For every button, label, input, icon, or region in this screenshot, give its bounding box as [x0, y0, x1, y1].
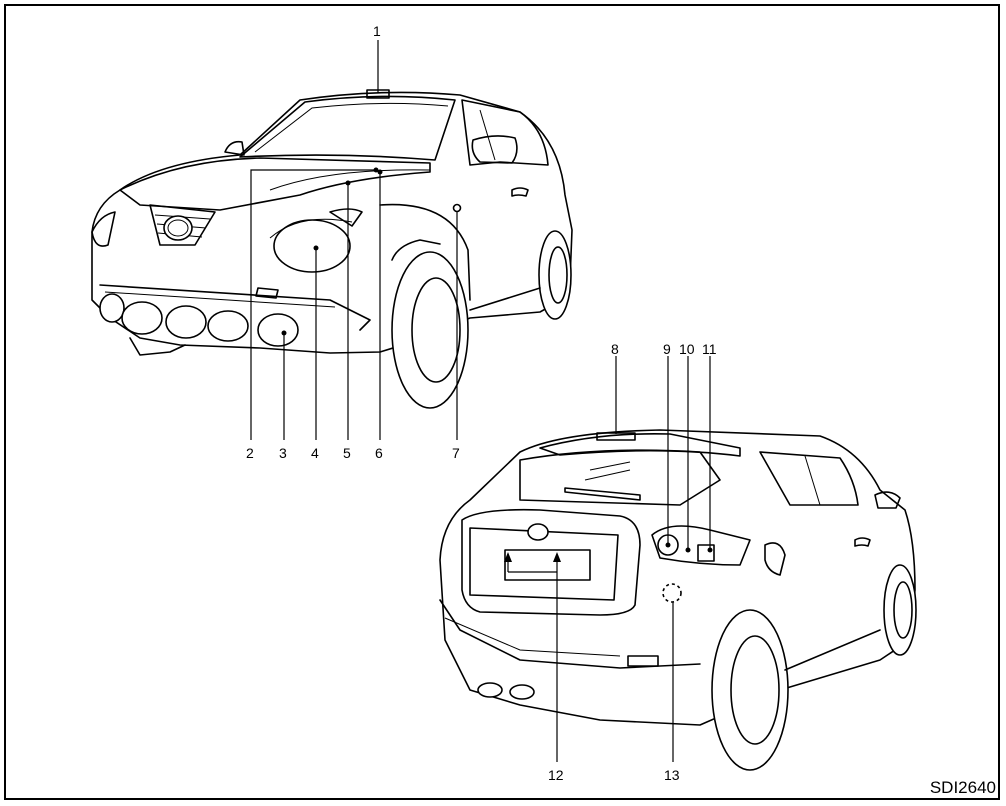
- callout-2: 2: [246, 445, 254, 461]
- callout-11: 11: [702, 341, 717, 357]
- callout-5: 5: [343, 445, 351, 461]
- callout-4: 4: [311, 445, 319, 461]
- front-vehicle-drawing: [91, 91, 573, 409]
- leader-lines: [250, 40, 713, 762]
- reference-code: SDI2640: [929, 778, 996, 797]
- rear-vehicle-drawing: [439, 429, 917, 771]
- callout-1: 1: [373, 23, 381, 39]
- callout-6: 6: [375, 445, 383, 461]
- callout-13: 13: [664, 767, 680, 783]
- callout-7: 7: [452, 445, 460, 461]
- callout-9: 9: [663, 341, 671, 357]
- callout-10: 10: [679, 341, 695, 357]
- callout-3: 3: [279, 445, 287, 461]
- callout-12: 12: [548, 767, 564, 783]
- callout-8: 8: [611, 341, 619, 357]
- diagram-frame: [4, 4, 1000, 800]
